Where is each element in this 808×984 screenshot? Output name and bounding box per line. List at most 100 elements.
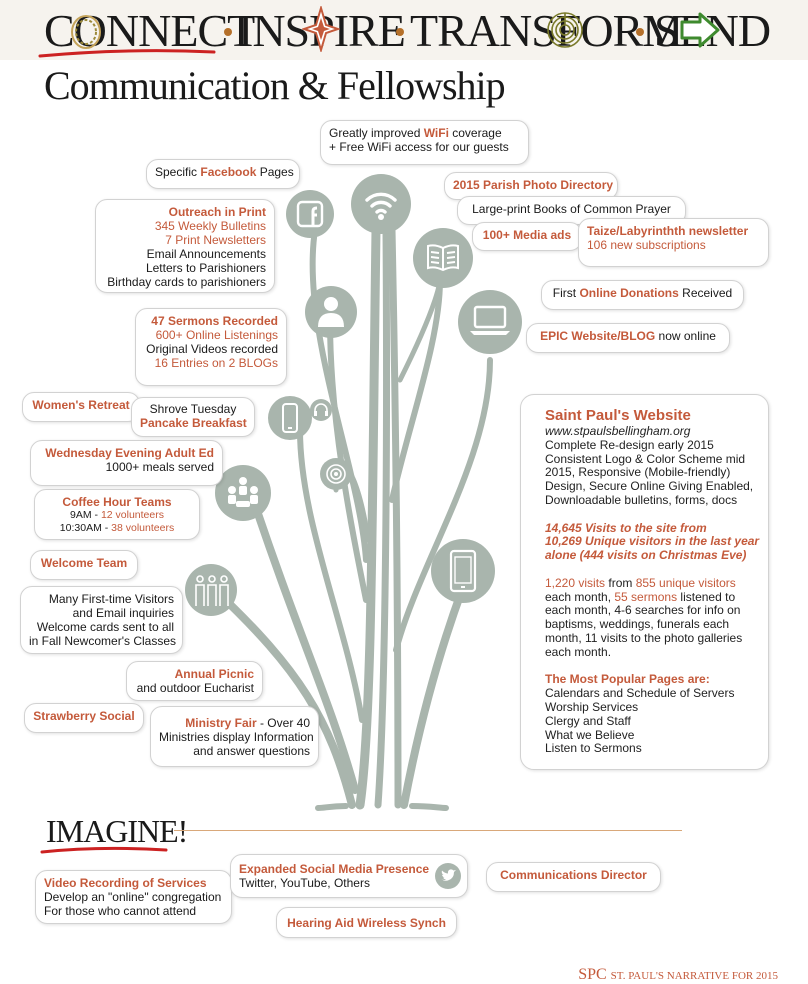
coffee-1030am-volunteers: 38 volunteers (111, 522, 175, 534)
website-monthly-line: each month. (545, 644, 612, 659)
online-donations-bubble: First Online Donations Received (541, 280, 744, 310)
website-visits-line: 10,269 Unique visitors in the last year (545, 534, 760, 549)
compass-star-icon (302, 6, 340, 52)
website-popular-item: Listen to Sermons (545, 741, 642, 756)
wifi-icon (365, 192, 397, 220)
labyrinth-icon (547, 12, 583, 48)
epic-website-bubble: EPIC Website/BLOG now online (526, 323, 730, 353)
wifi-text-pre: Greatly improved (329, 126, 424, 140)
wifi-text-post: coverage (448, 126, 502, 140)
coffee-hour-bubble: Coffee Hour Teams 9AM - 12 volunteers 10… (34, 489, 200, 540)
strawberry-social-bubble: Strawberry Social (24, 703, 144, 733)
sermons-listenings: 600+ Online Listenings (155, 328, 278, 342)
sermons-videos: Original Videos recorded (146, 342, 278, 356)
large-print-text: Large-print Books of Common Prayer (472, 202, 671, 216)
outreach-newsletters: 7 Print Newsletters (165, 233, 266, 247)
website-title: Saint Paul's Website (545, 407, 691, 424)
book-icon (427, 244, 459, 272)
video-recording-bubble: Video Recording of Services Develop an "… (35, 870, 232, 924)
ministry-fair-count: - Over 40 (256, 716, 310, 730)
tablet-icon (449, 549, 477, 593)
hearing-aid-bubble: Hearing Aid Wireless Synch (276, 907, 457, 938)
website-popular-item: Clergy and Staff (545, 713, 631, 728)
phone-icon (282, 403, 298, 433)
wednesday-adult-ed-bubble: Wednesday Evening Adult Ed 1000+ meals s… (30, 440, 223, 486)
outreach-birthday: Birthday cards to parishioners (107, 275, 266, 289)
website-monthly-line: baptisms, weddings, funerals each (545, 617, 730, 632)
facebook-highlight: Facebook (200, 165, 257, 179)
website-url: www.stpaulsbellingham.org (545, 424, 691, 438)
facebook-icon (296, 200, 324, 228)
website-popular-title: The Most Popular Pages are: (545, 672, 710, 687)
communications-director-text: Communications Director (500, 868, 647, 882)
donations-text-post: Received (678, 286, 733, 300)
media-ads-text: 100+ Media ads (482, 228, 572, 242)
spc-logo: SPC (578, 966, 607, 983)
website-popular-item: Worship Services (545, 699, 639, 714)
visitors-line-1: Many First-time Visitors (48, 592, 174, 606)
ministry-fair-title: Ministry Fair (185, 716, 257, 730)
hearing-aid-text: Hearing Aid Wireless Synch (287, 916, 446, 930)
visitors-bubble: Many First-time Visitors and Email inqui… (20, 586, 183, 654)
user-icon (318, 297, 344, 327)
website-monthly-line: month, 11 visits to the photo galleries (545, 630, 743, 645)
website-desc-line: 2015, Responsive (Mobile-friendly) (545, 465, 731, 480)
group-icon (228, 477, 258, 507)
visitors-line-3: Welcome cards sent to all (36, 620, 174, 634)
website-monthly-line: each month, 4-6 searches for info on (545, 603, 741, 618)
shrove-tuesday-text: Shrove Tuesday (149, 402, 237, 416)
welcome-team-text: Welcome Team (40, 556, 128, 570)
ministry-fair-bubble: Ministry Fair - Over 40 Ministries displ… (150, 706, 319, 767)
laptop-icon (470, 305, 510, 335)
website-popular-item: What we Believe (545, 727, 635, 742)
communications-director-bubble: Communications Director (486, 862, 661, 892)
outreach-title: Outreach in Print (168, 205, 266, 219)
header-separator-dot (396, 28, 404, 36)
headphones-icon (314, 403, 328, 416)
header-separator-dot (636, 28, 644, 36)
media-ads-bubble: 100+ Media ads (472, 222, 582, 251)
taize-subscriptions: 106 new subscriptions (587, 238, 706, 252)
womens-retreat-text: Women's Retreat (32, 398, 130, 412)
visitors-line-4: in Fall Newcomer's Classes (29, 634, 176, 648)
arrow-right-icon (680, 12, 720, 48)
wednesday-meals: 1000+ meals served (105, 460, 214, 474)
imagine-underline (40, 846, 168, 854)
donations-text-pre: First (552, 286, 580, 300)
website-panel: Saint Paul's Website www.stpaulsbellingh… (520, 394, 769, 770)
annual-picnic-bubble: Annual Picnic and outdoor Eucharist (126, 661, 263, 701)
photo-directory-bubble: 2015 Parish Photo Directory (444, 172, 618, 200)
outreach-letters: Letters to Parishioners (145, 261, 266, 275)
visitors-line-2: and Email inquiries (72, 606, 174, 620)
sermons-bubble: 47 Sermons Recorded 600+ Online Listenin… (135, 308, 287, 386)
taize-bubble: Taize/Labyrinthth newsletter 106 new sub… (578, 218, 769, 267)
facebook-text-post: Pages (256, 165, 294, 179)
outreach-email: Email Announcements (146, 247, 266, 261)
coffee-9am-volunteers: 12 volunteers (100, 509, 164, 521)
sermons-blogs: 16 Entries on 2 BLOGs (154, 356, 278, 370)
coffee-9am-label: 9AM - (70, 509, 101, 521)
footer-text: ST. PAUL'S NARRATIVE FOR 2015 (610, 970, 778, 982)
outreach-bubble: Outreach in Print 345 Weekly Bulletins 7… (95, 199, 275, 293)
website-visits-line: 14,645 Visits to the site from (545, 520, 707, 535)
page-subtitle: Communication & Fellowship (44, 63, 506, 108)
taize-title: Taize/Labyrinthth newsletter (587, 224, 749, 238)
donations-highlight: Online Donations (579, 286, 679, 300)
touch-icon (326, 464, 346, 484)
connect-underline (38, 49, 216, 58)
website-monthly-unique: 855 unique visitors (635, 575, 736, 590)
video-recording-line-2: For those who cannot attend (44, 904, 197, 918)
outreach-bulletins: 345 Weekly Bulletins (154, 219, 266, 233)
website-popular-item: Calendars and Schedule of Servers (545, 686, 735, 701)
website-monthly-listened: listened to (677, 589, 736, 604)
sermons-title: 47 Sermons Recorded (151, 314, 278, 328)
pancake-breakfast-text: Pancake Breakfast (140, 416, 247, 430)
ministry-fair-line-2: and answer questions (193, 744, 310, 758)
website-desc-line: Consistent Logo & Color Scheme mid (545, 451, 746, 466)
strawberry-social-text: Strawberry Social (33, 709, 135, 723)
wifi-highlight: WiFi (423, 126, 449, 140)
womens-retreat-bubble: Women's Retreat (22, 392, 140, 422)
imagine-rule (174, 830, 682, 831)
